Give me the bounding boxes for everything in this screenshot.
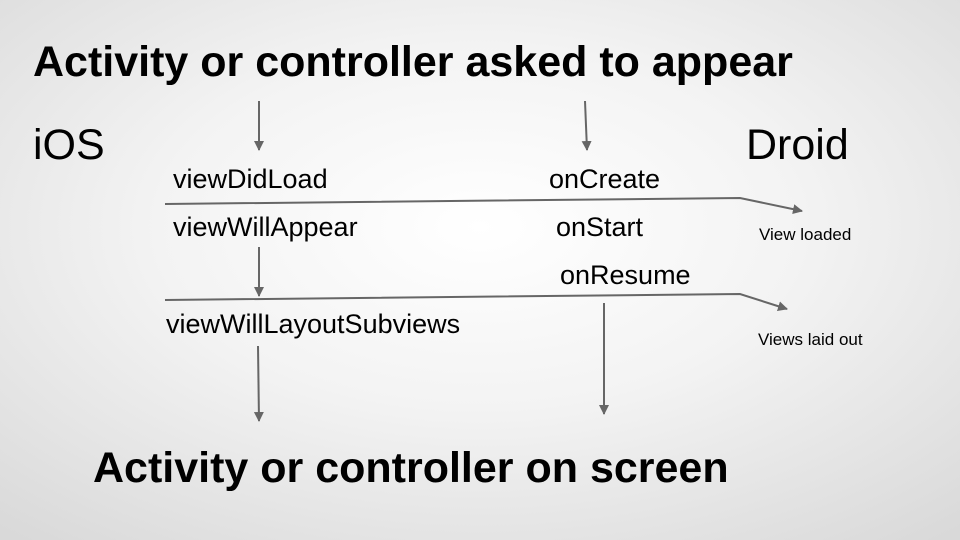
droid-label: Droid bbox=[746, 121, 849, 169]
ios-method-view-did-load: viewDidLoad bbox=[173, 164, 328, 194]
ios-method-view-will-layout-subviews: viewWillLayoutSubviews bbox=[166, 309, 461, 339]
droid-method-on-resume: onResume bbox=[560, 260, 691, 290]
title-bottom: Activity or controller on screen bbox=[93, 444, 729, 492]
ios-label: iOS bbox=[33, 121, 105, 169]
milestone-view-loaded: View loaded bbox=[759, 225, 852, 244]
view-loaded-line bbox=[164, 196, 803, 215]
droid-method-on-create: onCreate bbox=[549, 164, 661, 194]
ios-down-arrow-3 bbox=[253, 345, 264, 422]
droid-down-arrow-1 bbox=[581, 100, 592, 151]
views-laid-out-line bbox=[164, 292, 788, 312]
droid-method-on-start: onStart bbox=[556, 212, 644, 242]
ios-method-view-will-appear: viewWillAppear bbox=[173, 212, 358, 242]
title-top: Activity or controller asked to appear bbox=[33, 38, 793, 86]
milestone-views-laid-out: Views laid out bbox=[758, 330, 863, 349]
